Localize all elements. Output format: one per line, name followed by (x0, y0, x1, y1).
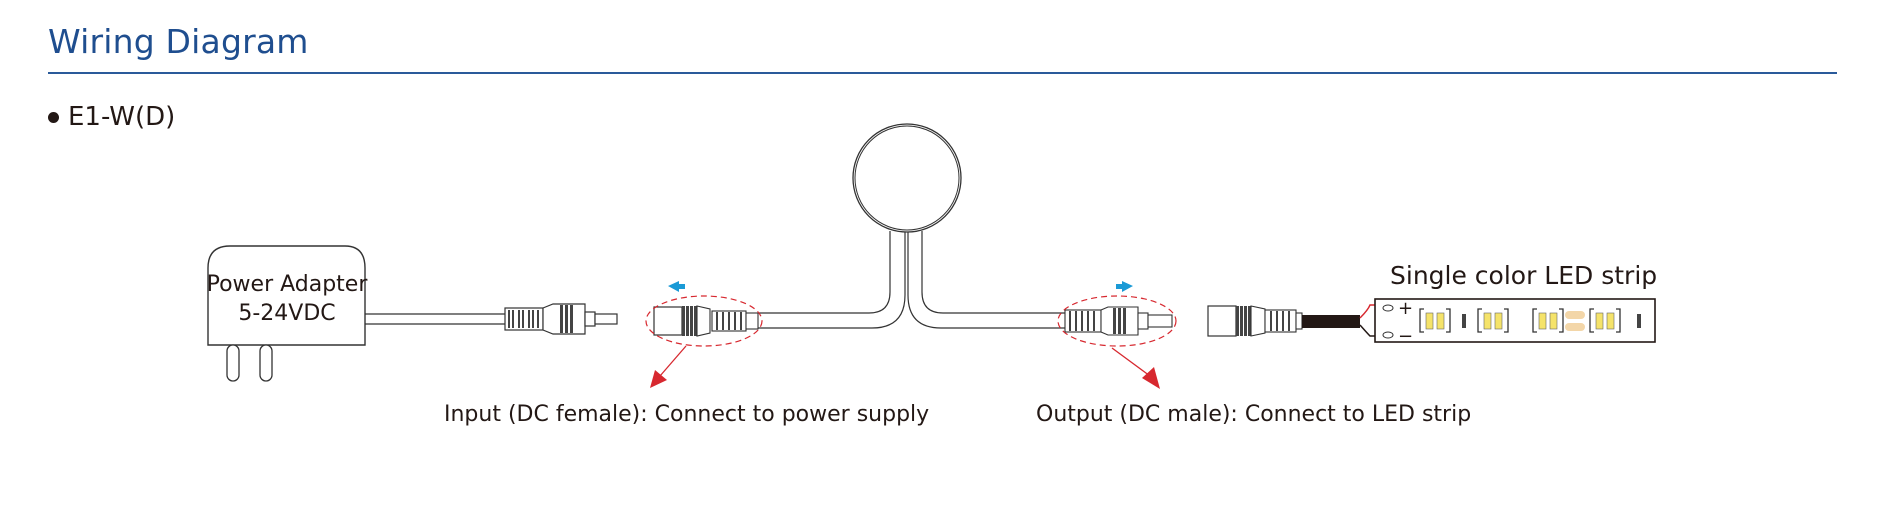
blue-arrow-right-icon (1116, 281, 1133, 292)
led-chip (1549, 312, 1558, 330)
led-bracket (1589, 308, 1594, 333)
plug-prong-left (226, 344, 240, 382)
bullet-icon (48, 111, 59, 123)
blue-arrow-left-icon (668, 281, 685, 292)
input-label: Input (DC female): Connect to power supp… (444, 402, 929, 427)
led-chip (1606, 312, 1615, 330)
led-chip (1595, 312, 1604, 330)
led-bracket (1477, 308, 1482, 333)
power-adapter-voltage: 5-24VDC (238, 301, 335, 326)
title-divider (48, 72, 1837, 74)
page-title: Wiring Diagram (48, 22, 309, 61)
power-adapter-label: Power Adapter (207, 272, 369, 297)
led-chip (1436, 312, 1445, 330)
led-bracket (1532, 308, 1537, 333)
cut-pad (1565, 311, 1585, 319)
model-name: E1-W(D) (68, 102, 176, 132)
controller-cables (758, 231, 1065, 329)
minus-terminal: − (1398, 326, 1413, 347)
led-strip: Single color LED strip + − (1359, 261, 1657, 347)
power-adapter: Power Adapter 5-24VDC (207, 245, 369, 382)
led-bracket (1446, 308, 1451, 333)
adapter-dc-male-plug (504, 303, 618, 335)
led-chip (1494, 312, 1503, 330)
input-pointer-line (659, 345, 687, 377)
led-bracket (1616, 308, 1621, 333)
resistor (1462, 314, 1466, 328)
led-strip-dc-female-connector (1207, 305, 1360, 337)
output-label: Output (DC male): Connect to LED strip (1036, 402, 1471, 427)
led-bracket (1504, 308, 1509, 333)
led-strip-title: Single color LED strip (1390, 261, 1657, 290)
led-chip (1425, 312, 1434, 330)
input-highlight-ellipse (645, 295, 763, 347)
led-strip-lead-wire (1302, 315, 1360, 328)
led-chip (1483, 312, 1492, 330)
red-arrow-icon (650, 370, 667, 388)
red-arrow-icon (1142, 367, 1160, 389)
led-bracket (1419, 308, 1424, 333)
model-label: E1-W(D) (48, 102, 175, 132)
led-bracket (1559, 308, 1564, 333)
output-dc-male-connector (1057, 281, 1177, 389)
led-chip (1538, 312, 1547, 330)
plug-prong-right (259, 344, 273, 382)
plus-terminal: + (1398, 298, 1413, 319)
output-highlight-ellipse (1057, 295, 1177, 347)
controller-puck (852, 123, 962, 233)
cut-pad (1565, 323, 1585, 331)
resistor (1637, 314, 1641, 328)
input-dc-female-connector (645, 281, 763, 388)
output-pointer-line (1111, 347, 1151, 377)
adapter-cable (365, 313, 505, 325)
